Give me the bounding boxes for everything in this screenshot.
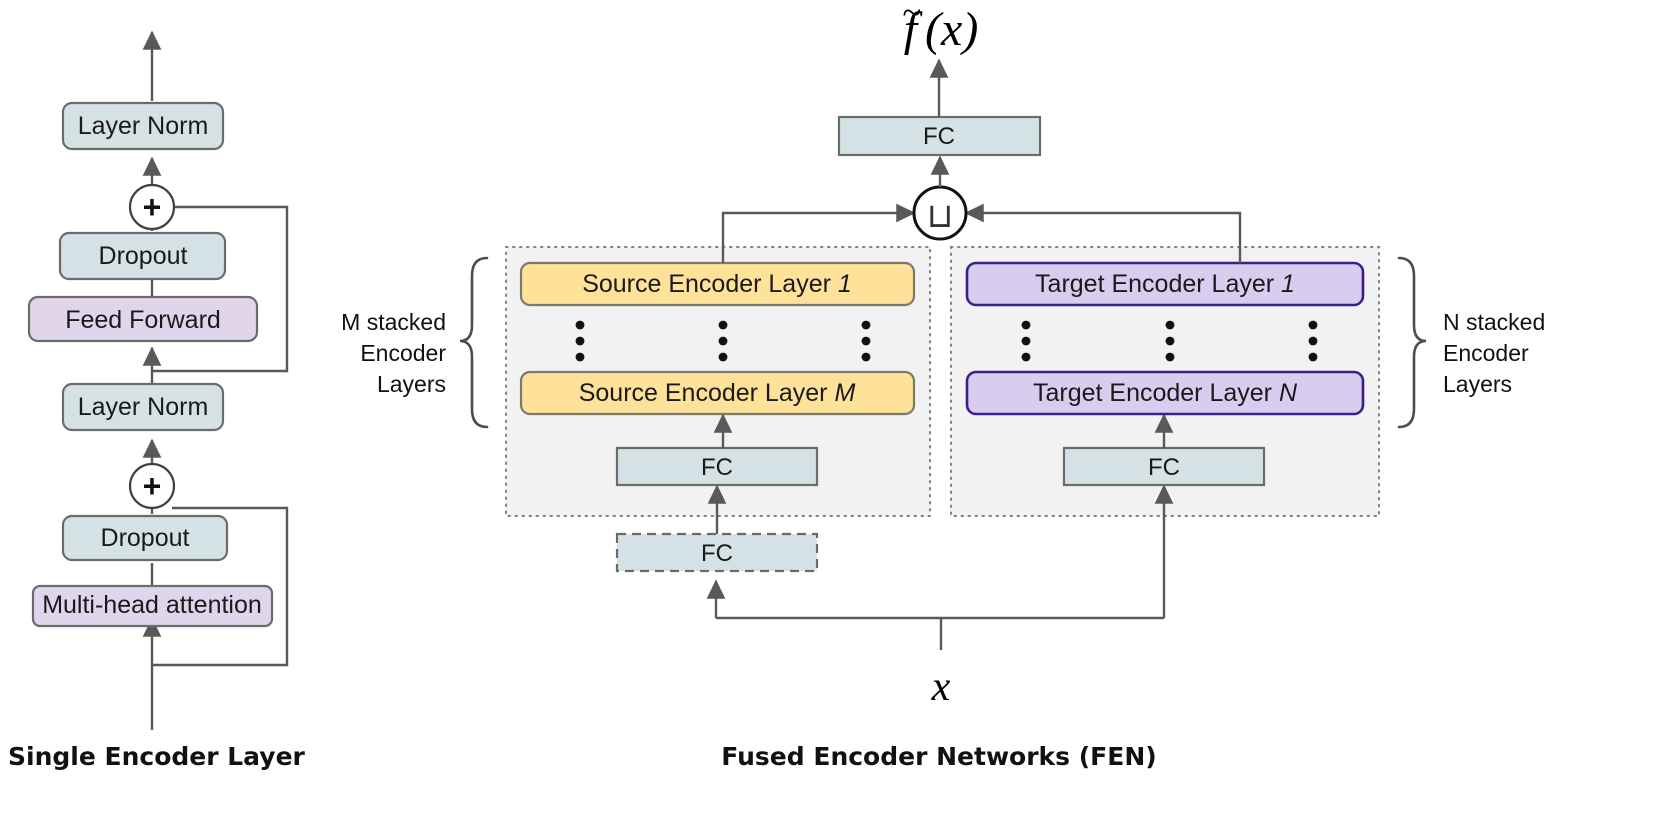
block-label-fc-output: FC	[923, 123, 955, 150]
block-label-layer-norm-top: Layer Norm	[78, 112, 209, 140]
brace-label-source-line-2: Encoder	[360, 340, 446, 366]
block-fc-target: FC	[1062, 446, 1266, 487]
block-label-source-encoder-layer-1: Source Encoder Layer 1	[582, 270, 852, 298]
block-add-bottom: +	[128, 462, 176, 510]
block-label-source-encoder-layer-m: Source Encoder Layer M	[579, 379, 856, 407]
edge-residual-upper	[152, 205, 289, 373]
block-label-dropout-2: Dropout	[99, 242, 188, 270]
block-label-dropout-1: Dropout	[101, 524, 190, 552]
brace-source-stack	[459, 256, 489, 429]
input-label-x: x	[931, 664, 951, 710]
block-layer-norm-mid: Layer Norm	[61, 382, 225, 432]
brace-label-target-line-1: N stacked	[1443, 309, 1545, 335]
block-layer-norm-top: Layer Norm	[61, 101, 225, 151]
block-add-top: +	[128, 183, 176, 231]
block-dropout-1: Dropout	[61, 514, 229, 562]
panel-fused-encoder-networks: FC FC FC Source Encoder Layer M Source E…	[341, 58, 1545, 771]
block-target-encoder-layer-1: Target Encoder Layer 1	[965, 261, 1365, 307]
block-target-encoder-layer-n: Target Encoder Layer N	[965, 370, 1365, 416]
block-multi-head-attention: Multi-head attention	[31, 584, 274, 628]
brace-label-source-line-1: M stacked	[341, 309, 446, 335]
block-label-mha: Multi-head attention	[42, 591, 262, 619]
block-source-encoder-layer-m: Source Encoder Layer M	[519, 370, 916, 416]
edge-residual-lower	[152, 506, 289, 667]
brace-label-target-line-3: Layers	[1443, 371, 1512, 397]
block-source-encoder-layer-1: Source Encoder Layer 1	[519, 261, 916, 307]
block-feed-forward: Feed Forward	[27, 295, 259, 343]
block-label-fc-shared: FC	[701, 540, 733, 567]
caption-fused-encoder-networks: Fused Encoder Networks (FEN)	[721, 742, 1156, 771]
block-concat: ⊔	[912, 185, 968, 241]
brace-label-target: N stacked Encoder Layers	[1443, 309, 1545, 397]
caption-single-encoder-layer: Single Encoder Layer	[8, 742, 306, 771]
tilde-accent: ~	[902, 0, 922, 32]
block-label-add-bottom: +	[143, 468, 162, 504]
output-label-f: ~f	[903, 0, 922, 54]
panel-single-encoder-layer: Multi-head attention Dropout + Layer Nor…	[8, 30, 306, 771]
block-label-fc-target: FC	[1148, 454, 1180, 481]
edge-source-to-concat	[721, 203, 916, 263]
source-ellipsis-group	[575, 320, 871, 362]
block-label-layer-norm-mid: Layer Norm	[78, 393, 209, 421]
brace-label-source: M stacked Encoder Layers	[341, 309, 446, 397]
output-label-x: x	[941, 3, 963, 56]
block-label-target-encoder-layer-n: Target Encoder Layer N	[1033, 379, 1298, 407]
edge-target-to-concat	[964, 203, 1242, 263]
block-dropout-2: Dropout	[58, 231, 227, 281]
target-ellipsis-group	[1021, 320, 1318, 362]
block-label-concat: ⊔	[927, 196, 954, 236]
block-fc-output: FC	[837, 115, 1042, 157]
block-fc-source: FC	[615, 446, 819, 487]
brace-label-source-line-3: Layers	[377, 371, 446, 397]
block-label-feed-forward: Feed Forward	[65, 306, 221, 334]
output-label-f-tilde-x: ~f (x)	[866, 0, 1016, 56]
brace-target-stack	[1397, 256, 1427, 429]
block-label-target-encoder-layer-1: Target Encoder Layer 1	[1035, 270, 1295, 298]
block-label-add-top: +	[143, 189, 162, 225]
brace-label-target-line-2: Encoder	[1443, 340, 1529, 366]
block-label-fc-source: FC	[701, 454, 733, 481]
block-fc-shared: FC	[615, 532, 819, 573]
